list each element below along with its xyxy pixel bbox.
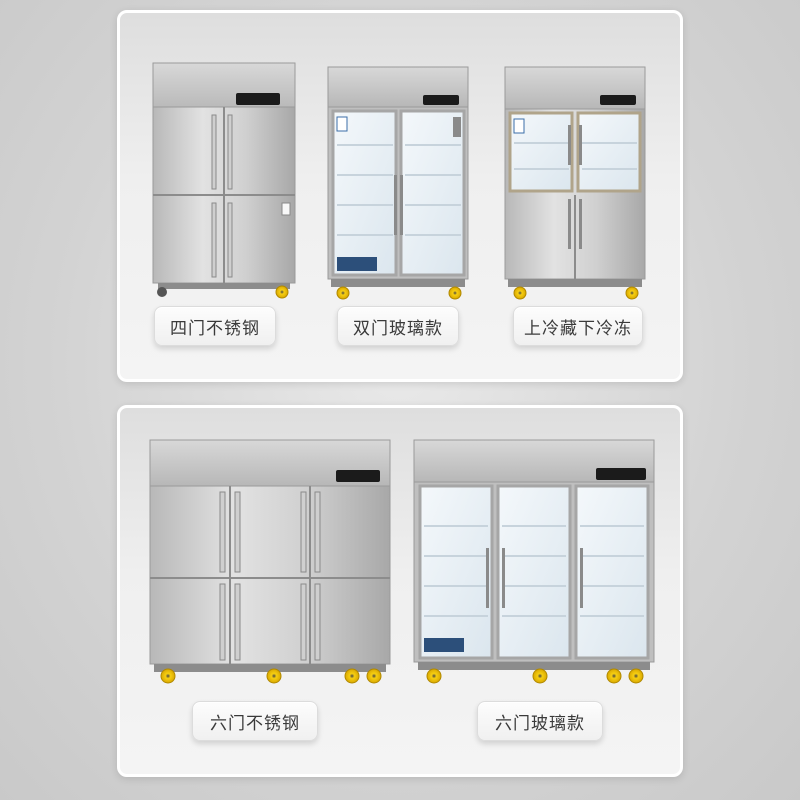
product-label-six-door-glass[interactable]: 六门玻璃款 bbox=[477, 701, 603, 741]
three-door-glass-fridge-image bbox=[410, 438, 658, 688]
product-panel-bottom: 六门不锈钢 六门玻璃款 bbox=[117, 405, 683, 777]
product-panel-top: 四门不锈钢 双门玻璃款 上冷藏下冷冻 bbox=[117, 10, 683, 382]
product-label-upper-chill-lower-freeze[interactable]: 上冷藏下冷冻 bbox=[513, 306, 643, 346]
upper-glass-lower-steel-fridge-image bbox=[500, 65, 650, 300]
product-label-four-door-steel[interactable]: 四门不锈钢 bbox=[154, 306, 276, 346]
four-door-steel-fridge-image bbox=[148, 62, 298, 299]
two-door-glass-fridge-image bbox=[323, 65, 473, 300]
six-door-steel-fridge-image bbox=[146, 438, 394, 688]
product-label-six-door-steel[interactable]: 六门不锈钢 bbox=[192, 701, 318, 741]
product-label-two-door-glass[interactable]: 双门玻璃款 bbox=[337, 306, 459, 346]
